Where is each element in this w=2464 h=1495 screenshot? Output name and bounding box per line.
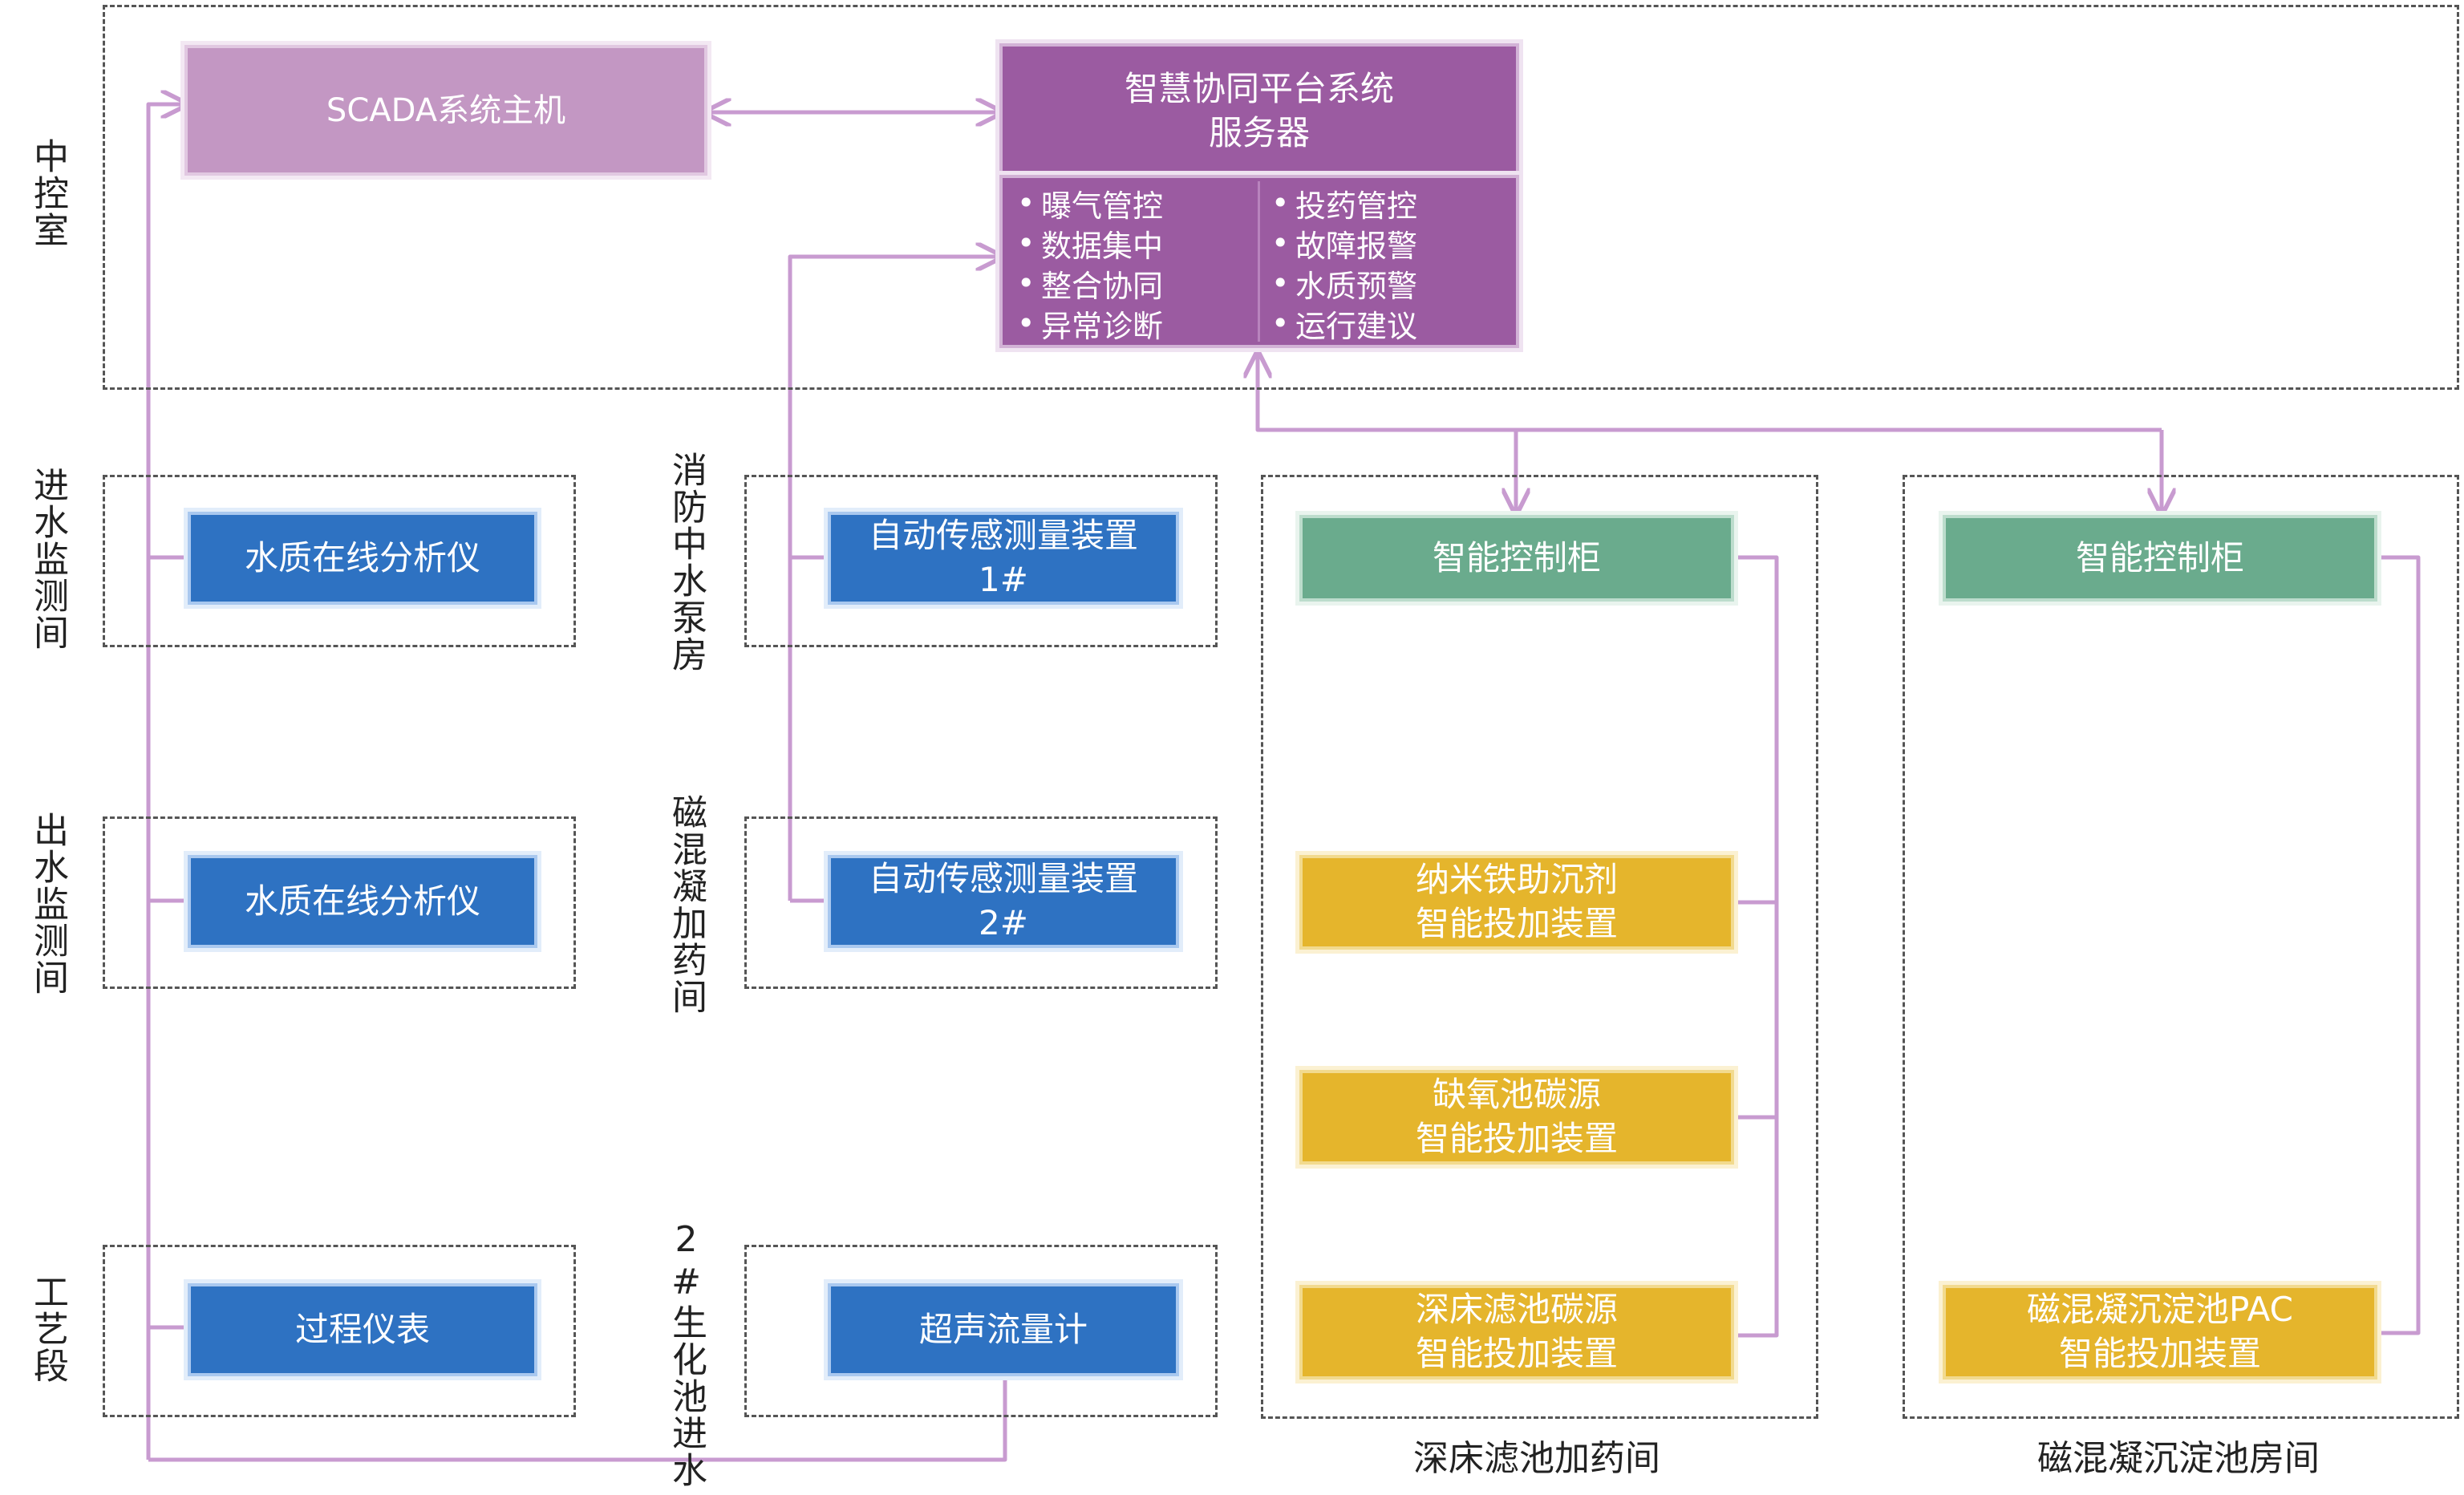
inlet-water-quality-analyzer[interactable]: 水质在线分析仪	[191, 515, 534, 602]
label-mag-sedimentation: 磁混凝沉淀池房间	[2037, 1438, 2320, 1479]
function-item: •曝气管控	[1017, 183, 1164, 224]
left-trunk	[146, 104, 186, 1460]
sensor1-label-line1: 自动传感测量装置	[868, 516, 1138, 556]
platform-server[interactable]: 智慧协同平台系统 服务器	[1003, 47, 1516, 176]
zone-inlet-monitoring	[103, 475, 576, 647]
label-central-control: 中控室	[27, 138, 68, 249]
nano-label-line1: 纳米铁助沉剂	[1415, 860, 1618, 900]
process-instrument[interactable]: 过程仪表	[191, 1286, 534, 1373]
server-title-line1: 智慧协同平台系统	[1124, 69, 1394, 109]
deep-bed-carbon-dosing-device[interactable]: 深床滤池碳源 智能投加装置	[1303, 1288, 1731, 1376]
sensor1-label-line2: 1#	[979, 560, 1028, 599]
auto-sensor-device-1[interactable]: 自动传感测量装置 1#	[831, 515, 1176, 602]
label-process: 工艺段	[27, 1274, 68, 1384]
label-inlet-monitoring: 进水监测间	[27, 467, 68, 651]
ultrasonic-flowmeter[interactable]: 超声流量计	[831, 1286, 1176, 1373]
function-item: •故障报警	[1271, 223, 1418, 264]
function-fault-alarm: 故障报警	[1295, 228, 1418, 264]
function-item: •运行建议	[1271, 303, 1418, 344]
nano-iron-dosing-device[interactable]: 纳米铁助沉剂 智能投加装置	[1303, 858, 1731, 946]
anoxic-label-line2: 智能投加装置	[1415, 1119, 1618, 1158]
cabinet-a-label: 智能控制柜	[1432, 537, 1601, 577]
function-water-quality-warning: 水质预警	[1295, 268, 1418, 304]
label-deep-bed: 深床滤池加药间	[1413, 1438, 1660, 1479]
function-aeration: 曝气管控	[1041, 188, 1164, 224]
smart-control-cabinet-mag-sed[interactable]: 智能控制柜	[1946, 518, 2374, 598]
server-function-divider	[1258, 181, 1260, 342]
function-integration: 整合协同	[1041, 268, 1164, 304]
nano-label-line2: 智能投加装置	[1415, 904, 1618, 943]
label-outlet-monitoring: 出水监测间	[27, 812, 68, 996]
flowmeter-label: 超声流量计	[918, 1309, 1088, 1349]
label-mag-dosing: 磁混凝加药间	[666, 794, 707, 1015]
sensor2-label-line1: 自动传感测量装置	[868, 859, 1138, 899]
function-operation-advice: 运行建议	[1295, 308, 1418, 344]
outlet-analyzer-label: 水质在线分析仪	[244, 881, 480, 921]
deepbed-label-line1: 深床滤池碳源	[1415, 1290, 1618, 1330]
zone-central-control	[103, 5, 2459, 390]
function-data-centralization: 数据集中	[1041, 228, 1164, 264]
inlet-analyzer-label: 水质在线分析仪	[244, 537, 480, 577]
anoxic-carbon-dosing-device[interactable]: 缺氧池碳源 智能投加装置	[1303, 1073, 1731, 1161]
zone-bio-inlet	[744, 1245, 1218, 1417]
function-dosing-control: 投药管控	[1295, 188, 1418, 224]
sensor-trunk	[788, 257, 1001, 901]
cabinet-b-label: 智能控制柜	[2075, 537, 2244, 577]
zone-mag-sedimentation	[1903, 475, 2459, 1419]
pac-label-line2: 智能投加装置	[2058, 1334, 2261, 1373]
auto-sensor-device-2[interactable]: 自动传感测量装置 2#	[831, 858, 1176, 945]
function-item: •投药管控	[1271, 183, 1418, 224]
zone-process	[103, 1245, 576, 1417]
scada-host[interactable]: SCADA系统主机	[188, 48, 704, 172]
label-bio-inlet: 2#生化池进水	[666, 1219, 707, 1489]
zone-deep-bed	[1261, 475, 1818, 1419]
pac-label-line1: 磁混凝沉淀池PAC	[2027, 1290, 2293, 1330]
anoxic-label-line1: 缺氧池碳源	[1432, 1075, 1601, 1115]
function-item: •数据集中	[1017, 223, 1164, 264]
function-item: •异常诊断	[1017, 303, 1164, 344]
process-instrument-label: 过程仪表	[294, 1309, 430, 1349]
server-title-line2: 服务器	[1208, 113, 1310, 152]
deepbed-label-line2: 智能投加装置	[1415, 1334, 1618, 1373]
zone-outlet-monitoring	[103, 816, 576, 989]
function-anomaly-diagnosis: 异常诊断	[1041, 308, 1164, 344]
zone-fire-pump	[744, 475, 1218, 647]
function-item: •水质预警	[1271, 263, 1418, 304]
cabinet-b-drop	[2376, 555, 2421, 1335]
function-item: •整合协同	[1017, 263, 1164, 304]
smart-control-cabinet-deep-bed[interactable]: 智能控制柜	[1303, 518, 1731, 598]
cabinet-a-drop	[1732, 555, 1779, 1338]
zone-mag-dosing	[744, 816, 1218, 989]
scada-host-label: SCADA系统主机	[326, 91, 566, 129]
outlet-water-quality-analyzer[interactable]: 水质在线分析仪	[191, 858, 534, 945]
pac-dosing-device[interactable]: 磁混凝沉淀池PAC 智能投加装置	[1946, 1288, 2374, 1376]
flowmeter-link	[148, 1363, 1007, 1462]
sensor2-label-line2: 2#	[979, 903, 1028, 942]
label-fire-pump: 消防中水泵房	[666, 452, 707, 673]
